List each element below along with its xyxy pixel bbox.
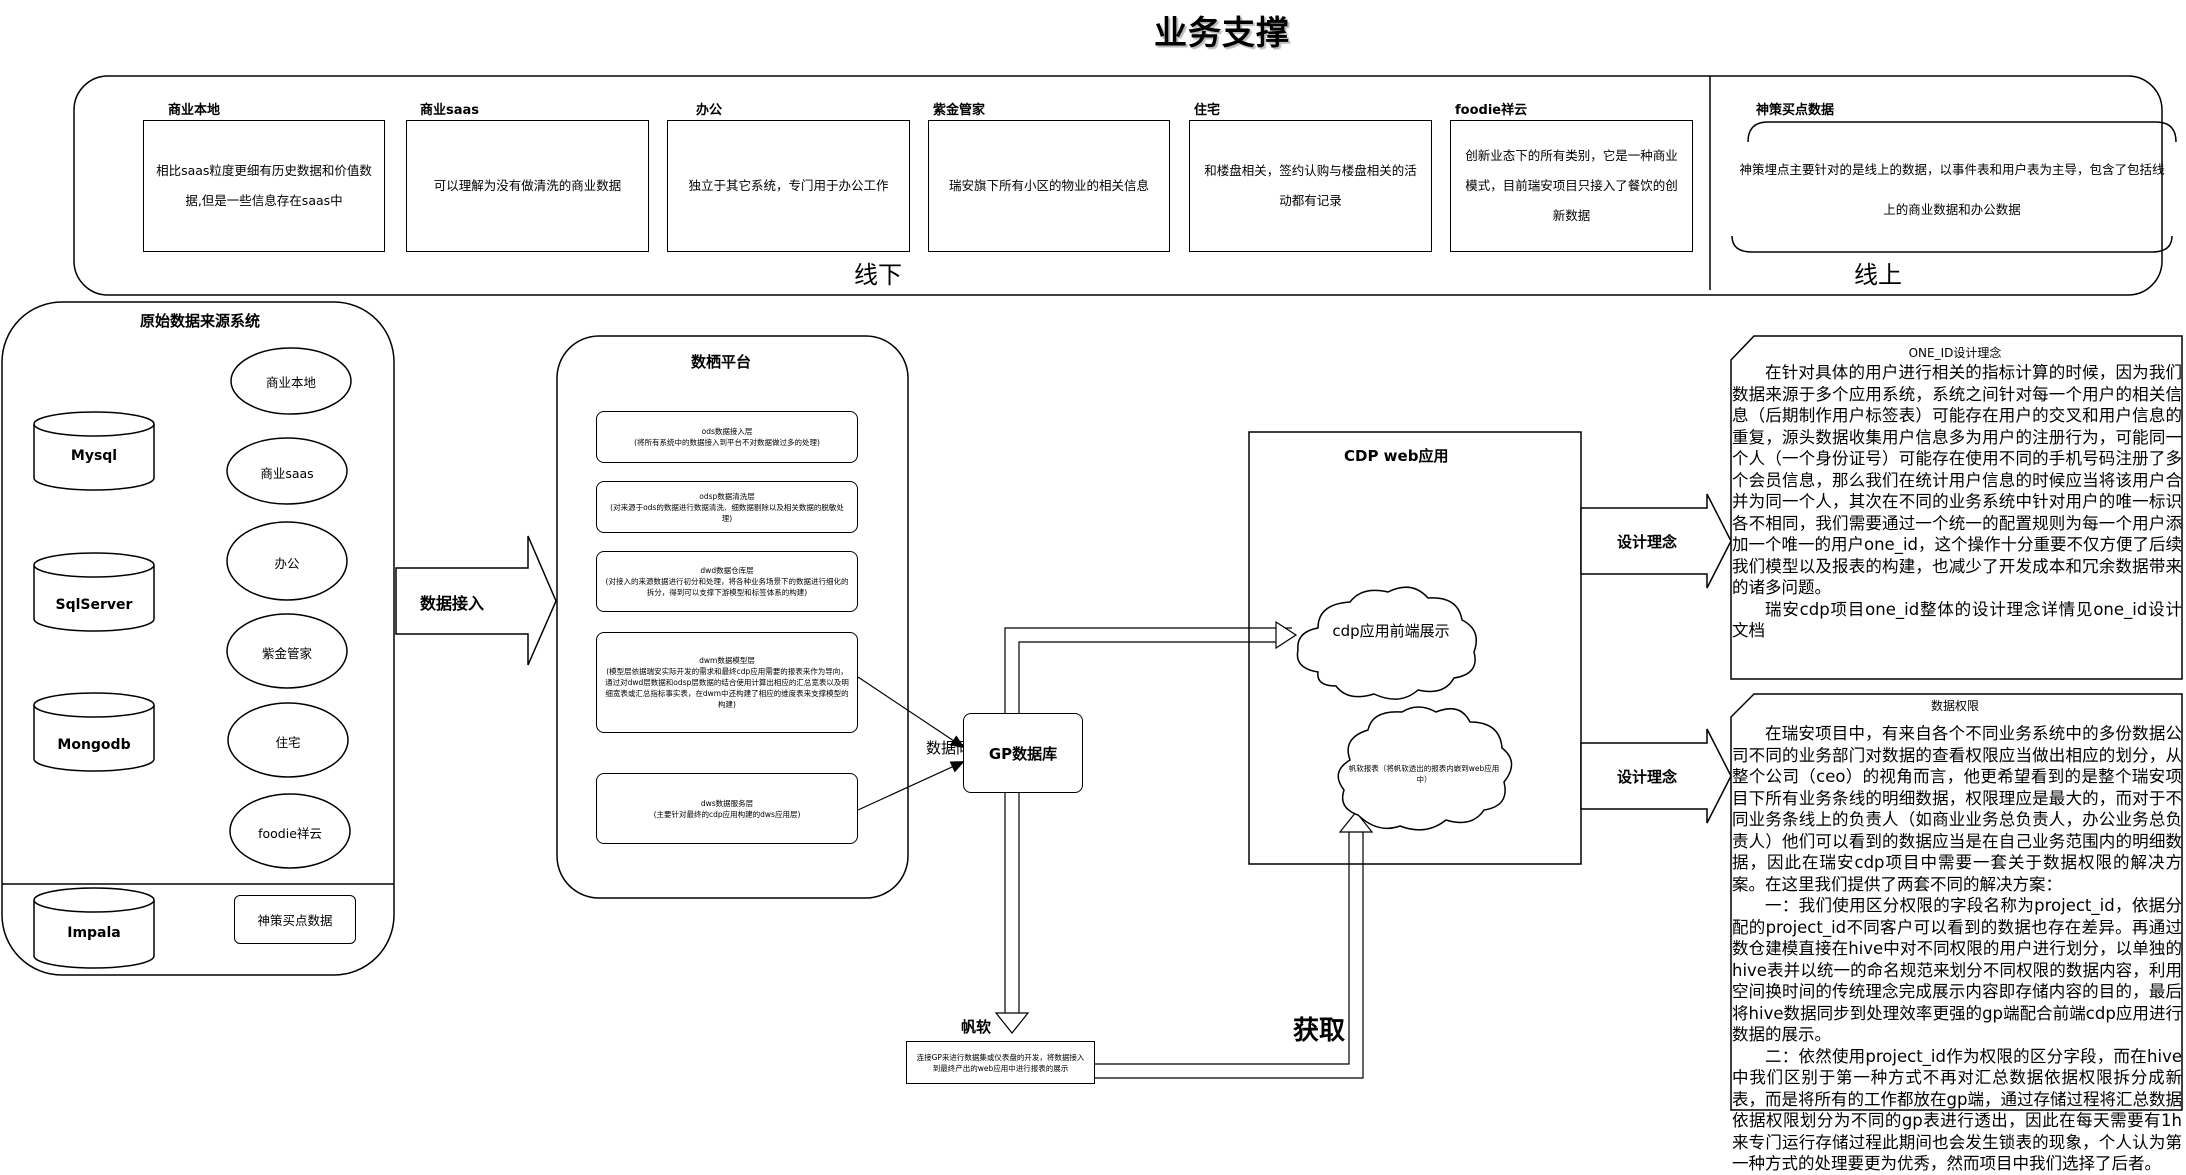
layer-ods-name: ods数据接入层 xyxy=(701,427,753,436)
gp-database: GP数据库 xyxy=(963,713,1083,793)
biz-card-5-desc: 和楼盘相关，签约认购与楼盘相关的活动都有记录 xyxy=(1204,163,1417,208)
layer-dwm-desc: (模型层依据瑞安实际开发的需求和最终cdp应用需要的报表来作为导向，通过对dwd… xyxy=(605,667,849,709)
layer-odsp-desc: (对来源于ods的数据进行数据清洗、细数据剔除以及相关数据的脱敏处理) xyxy=(610,502,844,523)
system-label-2: 商业saas xyxy=(260,466,314,481)
system-label-4: 紫金管家 xyxy=(261,646,312,661)
layer-dwm: dwm数据模型层 (模型层依据瑞安实际开发的需求和最终cdp应用需要的报表来作为… xyxy=(596,632,858,733)
system-label-5: 住宅 xyxy=(275,735,301,750)
biz-card-2-desc: 可以理解为没有做清洗的商业数据 xyxy=(433,178,622,193)
offline-label: 线下 xyxy=(854,261,902,289)
oneid-note: 在针对具体的用户进行相关的指标计算的时候，因为我们数据来源于多个应用系统，系统之… xyxy=(1732,362,2182,642)
layer-dws-desc: (主要针对最终的cdp应用构建的dws应用层) xyxy=(653,809,801,819)
warehouse-title: 数栖平台 xyxy=(691,353,752,371)
layer-dwd: dwd数据仓库层 (对接入的来源数据进行初分和处理，将各种业务场景下的数据进行细… xyxy=(596,551,858,612)
cdp-cloud1-label: cdp应用前端展示 xyxy=(1332,622,1450,640)
biz-card-4-desc: 瑞安旗下所有小区的物业的相关信息 xyxy=(948,178,1149,193)
permission-heading: 数据权限 xyxy=(1930,699,1979,713)
gp-to-fanruan-arrow xyxy=(1004,793,1020,1013)
shence-label: 神策买点数据 xyxy=(257,913,333,928)
permission-p1: 在瑞安项目中，有来自各个不同业务系统中的多份数据公司不同的业务部门对数据的查看权… xyxy=(1732,724,2182,894)
cdp-frontend-cloud xyxy=(1296,586,1477,700)
db-impala-label: Impala xyxy=(67,925,121,941)
layer-dws-name: dws数据服务层 xyxy=(700,798,754,808)
system-label-3: 办公 xyxy=(274,556,300,571)
online-card-title: 神策买点数据 xyxy=(1756,103,1835,118)
biz-card-3-desc: 独立于其它系统，专门用于办公工作 xyxy=(688,178,889,193)
permission-note: 在瑞安项目中，有来自各个不同业务系统中的多份数据公司不同的业务部门对数据的查看权… xyxy=(1732,723,2182,1175)
fetch-label: 获取 xyxy=(1293,1016,1346,1046)
layer-ods: ods数据接入层 (将所有系统中的数据接入到平台不对数据做过多的处理) xyxy=(596,411,858,463)
layer-odsp-name: odsp数据清洗层 xyxy=(699,491,755,501)
fanruan-desc: 连接GP来进行数据集或仪表盘的开发，将数据接入到最终产出的web应用中进行报表的… xyxy=(916,1052,1085,1073)
cdp-title: CDP web应用 xyxy=(1344,447,1449,465)
fanruan-title: 帆软 xyxy=(961,1018,992,1036)
layer-dwd-name: dwd数据仓库层 xyxy=(700,566,754,575)
sqlserver-cylinder xyxy=(33,552,155,632)
biz-card-1: 相比saas粒度更细有历史数据和价值数据,但是一些信息存在saas中 xyxy=(143,120,385,252)
biz-card-5: 和楼盘相关，签约认购与楼盘相关的活动都有记录 xyxy=(1189,120,1432,252)
layer-odsp: odsp数据清洗层 (对来源于ods的数据进行数据清洗、细数据剔除以及相关数据的… xyxy=(596,481,858,533)
biz-card-2-title: 商业saas xyxy=(420,103,480,118)
page-title: 业务支撑 xyxy=(1154,13,1290,52)
cdp-cloud2-label: 帆软报表（将帆软透出的报表内嵌到web应用中） xyxy=(1348,764,1500,784)
shence-box: 神策买点数据 xyxy=(234,895,356,944)
biz-card-3: 独立于其它系统，专门用于办公工作 xyxy=(667,120,910,252)
biz-card-5-title: 住宅 xyxy=(1194,103,1221,118)
biz-card-1-desc: 相比saas粒度更细有历史数据和价值数据,但是一些信息存在saas中 xyxy=(156,163,372,208)
source-frame xyxy=(1,301,395,976)
biz-card-6-desc: 创新业态下的所有类别，它是一种商业模式，目前瑞安项目只接入了餐饮的创新数据 xyxy=(1465,148,1678,223)
source-title: 原始数据来源系统 xyxy=(140,312,261,330)
oneid-p2: 瑞安cdp项目one_id整体的设计理念详情见one_id设计文档 xyxy=(1732,599,2182,641)
permission-p3: 二：依然使用project_id作为权限的区分字段，而在hive中我们区别于第一… xyxy=(1732,1046,2182,1174)
biz-card-6-title: foodie祥云 xyxy=(1455,103,1528,118)
design-label-2: 设计理念 xyxy=(1617,768,1678,786)
online-card: 神策埋点主要针对的是线上的数据，以事件表和用户表为主导，包含了包括线上的商业数据… xyxy=(1735,140,2169,240)
design-label-1: 设计理念 xyxy=(1617,533,1678,551)
online-card-desc: 神策埋点主要针对的是线上的数据，以事件表和用户表为主导，包含了包括线上的商业数据… xyxy=(1739,162,2165,217)
biz-card-6: 创新业态下的所有类别，它是一种商业模式，目前瑞安项目只接入了餐饮的创新数据 xyxy=(1450,120,1693,252)
fanruan-box: 连接GP来进行数据集或仪表盘的开发，将数据接入到最终产出的web应用中进行报表的… xyxy=(906,1041,1095,1084)
biz-card-4: 瑞安旗下所有小区的物业的相关信息 xyxy=(928,120,1170,252)
ingest-arrow-label: 数据接入 xyxy=(420,594,485,613)
biz-card-3-title: 办公 xyxy=(696,103,723,118)
db-mysql-label: Mysql xyxy=(70,448,118,464)
oneid-heading: ONE_ID设计理念 xyxy=(1908,346,2002,360)
system-label-6: foodie祥云 xyxy=(258,826,322,841)
layer-dws: dws数据服务层 (主要针对最终的cdp应用构建的dws应用层) xyxy=(596,773,858,844)
layer-ods-desc: (将所有系统中的数据接入到平台不对数据做过多的处理) xyxy=(634,438,820,447)
online-label: 线上 xyxy=(1854,261,1902,289)
cdp-frame xyxy=(1248,431,1582,865)
permission-p2: 一：我们使用区分权限的字段名称为project_id，依据分配的project_… xyxy=(1732,896,2182,1044)
db-sqlserver-label: SqlServer xyxy=(55,597,133,613)
layer-dwm-name: dwm数据模型层 xyxy=(699,656,755,665)
oneid-p1: 在针对具体的用户进行相关的指标计算的时候，因为我们数据来源于多个应用系统，系统之… xyxy=(1732,363,2183,597)
system-label-1: 商业本地 xyxy=(265,375,316,390)
gp-label: GP数据库 xyxy=(988,744,1058,763)
biz-card-2: 可以理解为没有做清洗的商业数据 xyxy=(406,120,649,252)
biz-card-4-title: 紫金管家 xyxy=(933,103,986,118)
db-mongodb-label: Mongodb xyxy=(57,737,131,753)
layer-dwd-desc: (对接入的来源数据进行初分和处理，将各种业务场景下的数据进行细化的拆分，得到可以… xyxy=(605,577,849,597)
mongodb-cylinder xyxy=(33,692,155,772)
online-card-bracket-top xyxy=(1747,121,2177,143)
biz-card-1-title: 商业本地 xyxy=(168,103,221,118)
